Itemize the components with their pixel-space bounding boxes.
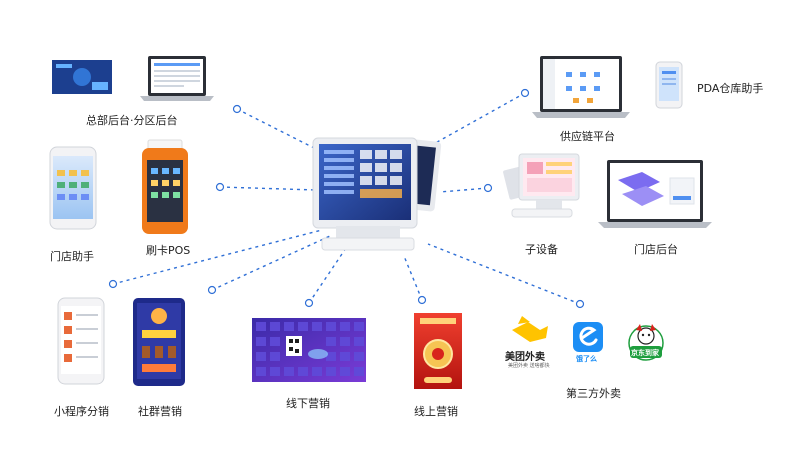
connector-sub xyxy=(439,187,489,193)
connector-mini xyxy=(112,229,323,285)
label-store-assistant: 门店助手 xyxy=(50,250,94,263)
meituan-brand-text: 美团外卖 xyxy=(505,352,545,363)
label-hq-backend: 总部后台·分区后台 xyxy=(86,114,178,127)
offline-marketing-screen xyxy=(252,318,366,382)
connector-online xyxy=(403,255,423,301)
label-third-party: 第三方外卖 xyxy=(566,387,621,400)
jd-daojia-logo xyxy=(628,324,664,361)
store-backend-laptop xyxy=(598,160,712,228)
label-pda: PDA仓库助手 xyxy=(697,82,764,95)
label-supply-chain: 供应链平台 xyxy=(560,130,615,143)
hq-dashboard-screen xyxy=(52,60,112,94)
pda-device xyxy=(655,61,683,109)
eleme-brand-text: 饿了么 xyxy=(576,355,597,363)
central-pos-terminal xyxy=(312,137,442,251)
connector-endpoints xyxy=(108,88,585,309)
jd-brand-text: 京东到家 xyxy=(631,349,659,357)
label-card-pos: 刷卡POS xyxy=(146,244,191,257)
label-community: 社群营销 xyxy=(138,405,182,418)
store-assistant-phone xyxy=(49,146,97,230)
card-pos-device xyxy=(142,139,188,234)
label-sub-device: 子设备 xyxy=(525,243,558,256)
label-offline: 线下营销 xyxy=(286,397,330,410)
connector-hq xyxy=(236,108,319,151)
hq-laptop xyxy=(140,56,214,101)
connector-supply xyxy=(429,92,526,147)
connector-offline xyxy=(308,247,347,304)
sub-device-terminal xyxy=(503,153,580,218)
meituan-slogan-text: 美团外卖 送啥都快 xyxy=(508,363,550,369)
supply-chain-laptop xyxy=(532,56,630,118)
connector-store-assistant xyxy=(219,186,317,191)
eleme-logo xyxy=(573,322,603,352)
label-mini-program: 小程序分销 xyxy=(54,405,109,418)
label-online: 线上营销 xyxy=(414,405,458,418)
meituan-logo xyxy=(512,316,548,342)
mini-program-phone xyxy=(57,297,105,385)
connectors xyxy=(112,92,581,305)
community-marketing-phone xyxy=(133,298,185,386)
label-store-backend: 门店后台 xyxy=(634,243,678,256)
connector-community xyxy=(211,235,331,291)
online-marketing-poster xyxy=(414,313,462,389)
